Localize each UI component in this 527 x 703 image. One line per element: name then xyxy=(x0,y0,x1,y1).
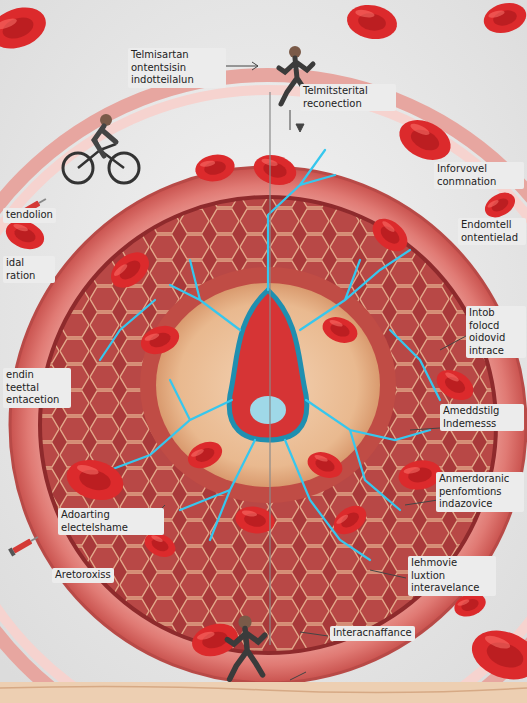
outer-ring xyxy=(0,90,527,703)
runner xyxy=(227,615,264,679)
callout-label: Aretoroxiss xyxy=(52,568,114,583)
callout-label: Adoarting electelshame xyxy=(58,508,164,535)
tissue-band xyxy=(0,682,527,703)
callout-label: Iehmovie luxtion interavelance xyxy=(408,556,496,596)
red-blood-cells xyxy=(0,0,527,688)
callout-label: Anmerdoranic penfomtions indazovice xyxy=(436,472,524,512)
callout-label: Ameddstilg Indemesss xyxy=(440,404,524,431)
syringe xyxy=(8,534,40,557)
callout-label: tendolion xyxy=(3,208,56,223)
axis-line xyxy=(269,92,270,645)
central-cell xyxy=(250,396,286,424)
callout-label: Inforvovel conmnation xyxy=(434,162,524,189)
callout-label: Telmisartan ontentsisin indotteilalun xyxy=(128,48,226,88)
callout-label: idal ration xyxy=(3,256,55,283)
callout-label: Endomtell ontentielad xyxy=(458,218,526,245)
cyclist xyxy=(63,114,139,183)
callout-label: endin teettal entacetion xyxy=(3,368,71,408)
callout-label: Telmitsterital reconection xyxy=(300,84,396,111)
core xyxy=(156,283,380,487)
callout-label: Interacnaffance xyxy=(330,626,415,641)
outer-ring xyxy=(0,75,527,703)
callout-label: Intob folocd oidovid intrace xyxy=(466,306,526,358)
central-structure xyxy=(229,290,307,440)
core-rim xyxy=(140,267,396,503)
